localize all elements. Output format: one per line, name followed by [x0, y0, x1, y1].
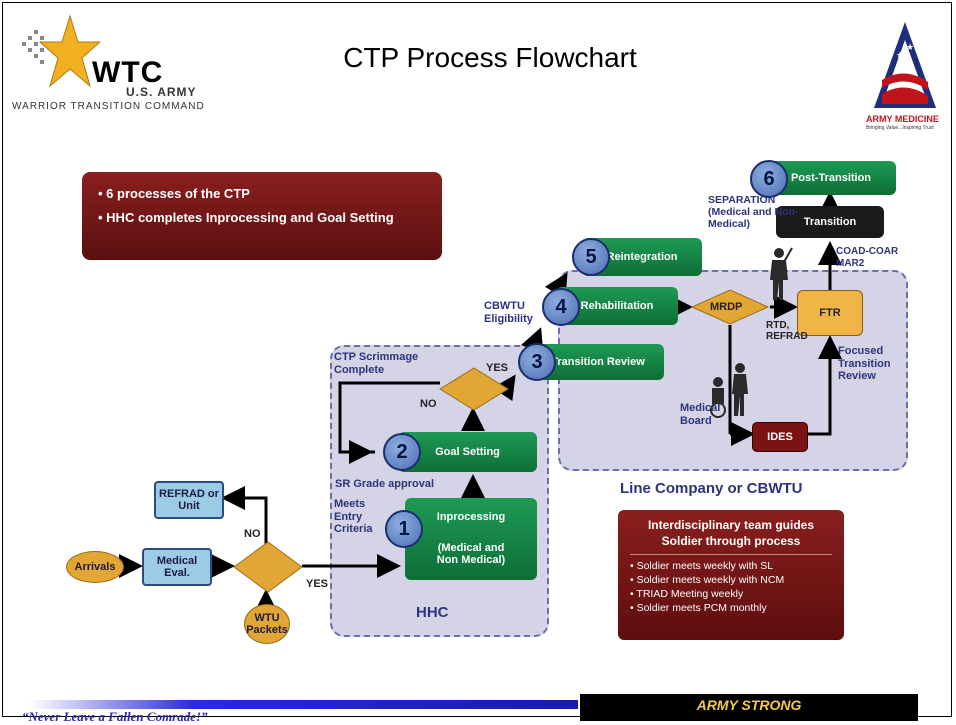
- army-medicine-label: ARMY MEDICINE: [866, 114, 939, 124]
- callout-item: • 6 processes of the CTP: [98, 186, 250, 201]
- team-item: • Soldier meets PCM monthly: [630, 602, 767, 615]
- step-1-label: Inprocessing: [436, 511, 506, 524]
- footer-quote: “Never Leave a Fallen Comrade!”: [22, 709, 208, 724]
- scrimmage-decision-diamond: [439, 367, 509, 411]
- step-1-box: Inprocessing (Medical and Non Medical): [405, 498, 537, 580]
- no-label: NO: [244, 528, 261, 540]
- team-item: • TRIAD Meeting weekly: [630, 588, 744, 601]
- star-logo-icon: [22, 14, 100, 88]
- hhc-zone-title: HHC: [416, 604, 449, 621]
- entry-decision-diamond: [233, 541, 303, 593]
- step-1-sublabel: (Medical and Non Medical): [436, 541, 506, 567]
- meets-entry-label: Meets Entry Criteria: [334, 498, 373, 536]
- separation-label: SEPARATION (Medical and Non-Medical): [708, 194, 799, 231]
- step-5-number: 5: [572, 238, 610, 276]
- refrad-unit-node: REFRAD or Unit: [154, 481, 224, 519]
- step-3-number: 3: [518, 343, 556, 381]
- wounded-soldier-icon: [710, 363, 748, 418]
- soldier-icon: [770, 247, 793, 300]
- team-info-box: Interdisciplinary team guides Soldier th…: [618, 510, 844, 640]
- brand-us-army: U.S. Army: [126, 85, 197, 99]
- team-heading: Interdisciplinary team guides Soldier th…: [630, 518, 832, 556]
- callout-item: • HHC completes Inprocessing and Goal Se…: [98, 210, 394, 225]
- army-medicine-tagline: Bringing Value...Inspiring Trust: [866, 125, 934, 131]
- brand-wtc: WTC: [92, 56, 164, 89]
- mrdp-diamond: [690, 289, 770, 325]
- yes-label: YES: [306, 578, 329, 590]
- scrimmage-label: CTP Scrimmage Complete: [334, 351, 419, 376]
- footer-slogan: ARMY STRONG: [580, 694, 918, 721]
- step-2-box: Goal Setting: [398, 432, 537, 472]
- brand-command: Warrior Transition Command: [12, 101, 205, 112]
- page-title: CTP Process Flowchart: [343, 42, 637, 73]
- sr-grade-label: SR Grade approval: [335, 478, 435, 490]
- team-item: • Soldier meets weekly with SL: [630, 560, 774, 573]
- eagle-flag-logo-icon: ★ ★: [874, 22, 936, 108]
- coad-label: COAD-COAR MAR2: [836, 246, 899, 269]
- step-6-number: 6: [750, 160, 788, 198]
- step-4-number: 4: [542, 288, 580, 326]
- mrdp-label: MRDP: [710, 301, 743, 313]
- svg-text:★: ★: [906, 43, 914, 53]
- wtu-packets-node: WTU Packets: [244, 604, 290, 644]
- transition-node: Transition: [776, 206, 884, 238]
- ftr-node: FTR: [797, 290, 863, 336]
- line-company-zone-title: Line Company or CBWTU: [620, 480, 803, 497]
- focused-label: Focused Transition Review: [838, 345, 891, 383]
- footer-blue-bar: [30, 700, 578, 709]
- yes-mid-label: YES: [486, 362, 509, 374]
- svg-text:★: ★: [896, 51, 904, 61]
- ides-node: IDES: [752, 422, 808, 452]
- team-item: • Soldier meets weekly with NCM: [630, 574, 785, 587]
- summary-callout: • 6 processes of the CTP • HHC completes…: [82, 172, 442, 260]
- no-mid-label: NO: [420, 398, 437, 410]
- rtd-label: RTD, REFRAD: [766, 320, 808, 342]
- cbwtu-label: CBWTU Eligibility: [484, 300, 533, 325]
- medical-eval-node: Medical Eval.: [142, 548, 212, 586]
- step-6-box: Post-Transition: [766, 161, 896, 195]
- arrivals-node: Arrivals: [66, 551, 124, 583]
- step-1-number: 1: [385, 510, 423, 548]
- step-2-number: 2: [383, 433, 421, 471]
